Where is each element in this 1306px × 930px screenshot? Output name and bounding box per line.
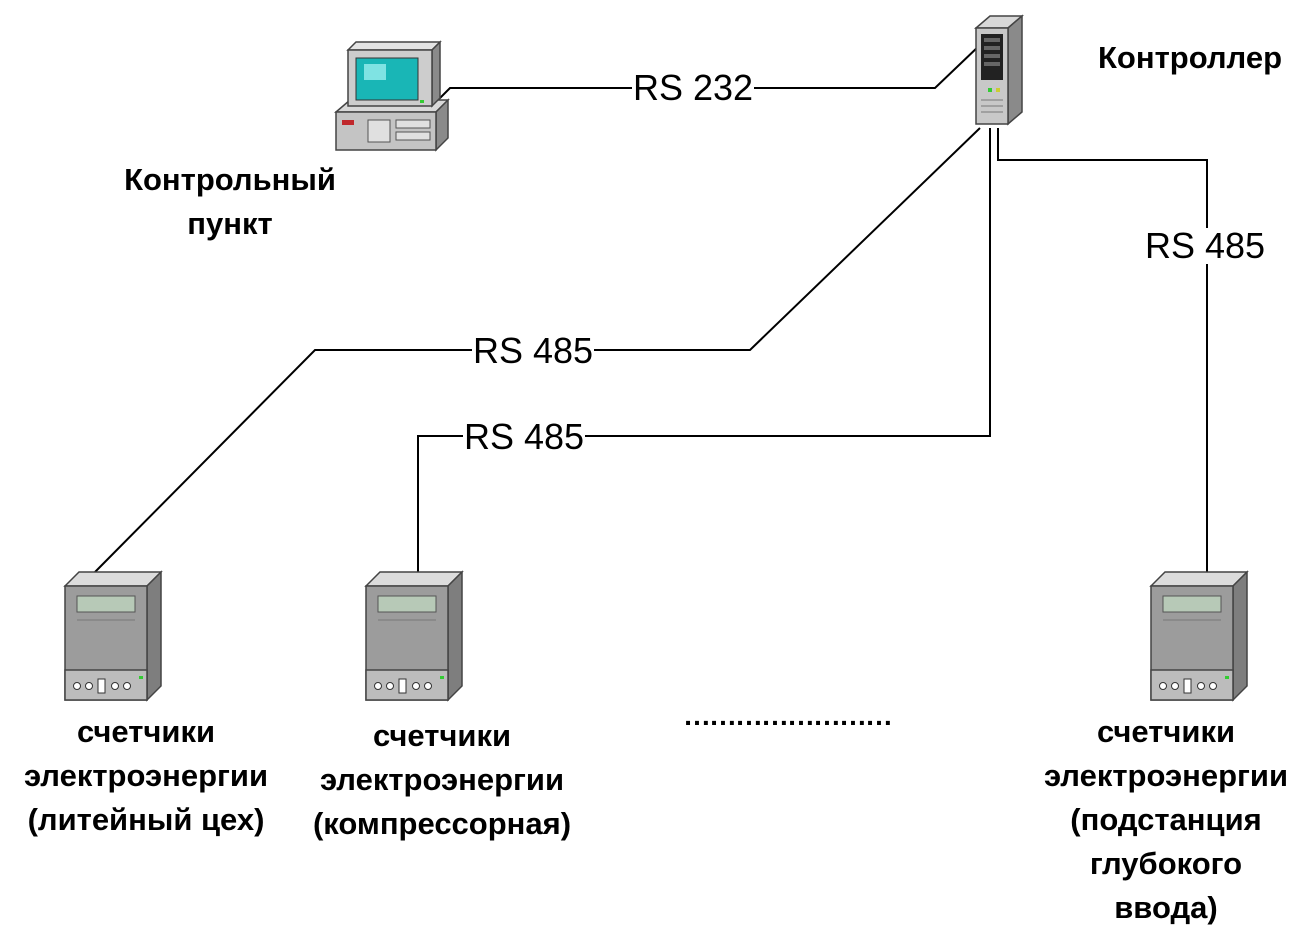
ellipsis-more-meters: …………………… xyxy=(683,700,893,731)
meter-foundry-label-line2: электроэнергии xyxy=(23,758,269,793)
controller-label: Контроллер xyxy=(1098,40,1283,75)
meter-foundry-label: счетчики электроэнергии (литейный цех) xyxy=(0,710,292,842)
meter-substation-label-line4: глубокого xyxy=(1089,846,1243,881)
meter-substation-label: счетчики электроэнергии (подстанция глуб… xyxy=(1026,710,1306,930)
link-line-substation xyxy=(997,128,1208,578)
meter-substation-label-line3: (подстанция xyxy=(1070,802,1262,837)
meter-compressor-label-line2: электроэнергии xyxy=(319,762,565,797)
link-label-rs485-foundry: RS 485 xyxy=(472,330,595,371)
link-label-rs485-compressor: RS 485 xyxy=(463,416,586,457)
meter-substation-label-line1: счетчики xyxy=(1096,714,1236,749)
link-label-rs232: RS 232 xyxy=(632,67,755,108)
workstation-icon xyxy=(333,40,450,152)
meter-foundry-icon xyxy=(63,570,163,702)
meter-foundry-label-line1: счетчики xyxy=(76,714,216,749)
meter-compressor-label-line3: (компрессорная) xyxy=(312,806,572,841)
meter-substation-label-line2: электроэнергии xyxy=(1043,758,1289,793)
meter-compressor-icon xyxy=(364,570,464,702)
controller-server-icon xyxy=(973,14,1025,126)
link-label-rs485-substation: RS 485 xyxy=(1144,225,1267,266)
control-point-label-line1: Контрольный xyxy=(124,162,336,197)
meter-compressor-label-line1: счетчики xyxy=(372,718,512,753)
meter-substation-icon xyxy=(1149,570,1249,702)
meter-compressor-label: счетчики электроэнергии (компрессорная) xyxy=(292,714,592,846)
link-line-compressor xyxy=(417,128,991,578)
meter-foundry-label-line3: (литейный цех) xyxy=(27,802,265,837)
meter-substation-label-line5: ввода) xyxy=(1114,890,1218,925)
control-point-label-line2: пункт xyxy=(187,206,273,241)
control-point-label: Контрольный пункт xyxy=(110,158,350,246)
